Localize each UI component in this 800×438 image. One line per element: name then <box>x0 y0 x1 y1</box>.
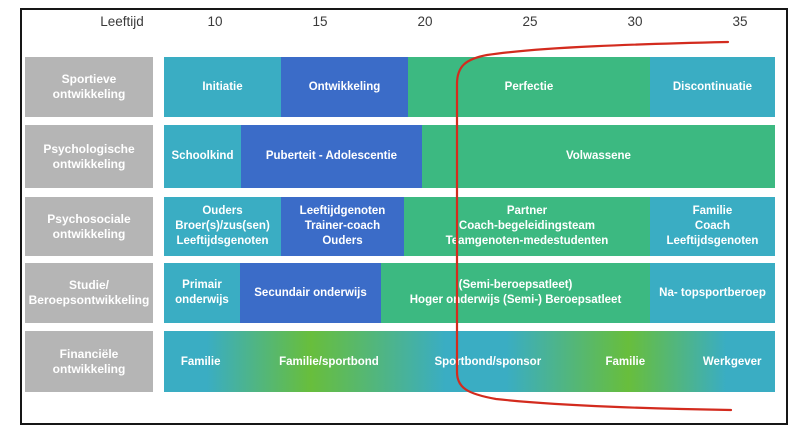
text-line: Psychosociale <box>47 211 131 226</box>
text-line: Perfectie <box>504 80 554 93</box>
text-line: Sportieve <box>61 72 117 86</box>
row-segment: Secundair onderwijs <box>240 263 382 323</box>
text-line: ontwikkeling <box>52 361 126 376</box>
text-line: Leeftijdgenoten <box>299 205 386 218</box>
text-line: Leeftijdsgenoten <box>666 234 759 247</box>
text-line: ontwikkeling <box>52 156 126 171</box>
text-line: Financiële <box>59 346 119 361</box>
row-segment: Discontinuatie <box>649 57 775 117</box>
gradient-label: Werkgever <box>702 355 762 368</box>
text-line: Ouders <box>322 234 363 247</box>
text-line: Studie/ <box>68 278 109 292</box>
row-segment: Initiatie <box>164 57 281 117</box>
row-bar: Primair onderwijs Secundair onderwijs (Semi… <box>164 263 776 323</box>
text-line: Teamgenoten-medestudenten <box>445 234 609 247</box>
age-tick: 10 <box>207 14 223 29</box>
text-line: Discontinuatie <box>672 80 753 93</box>
row-segment: Ontwikkeling <box>281 57 408 117</box>
row-segment: Puberteit - Adolescentie <box>240 125 422 188</box>
age-tick: 25 <box>522 14 538 29</box>
diagram-row: Studie/Beroepsontwikkeling Primair onderwi… <box>0 263 800 323</box>
text-line: Beroepsontwikkeling <box>28 293 150 307</box>
row-segment: Schoolkind <box>164 125 241 188</box>
text-line: Primair <box>182 279 222 292</box>
text-line: Volwassene <box>565 150 631 163</box>
age-tick: 35 <box>732 14 748 29</box>
row-bar: Familie Familie/sportbond Sportbond/sponso… <box>164 331 775 392</box>
text-line: ontwikkeling <box>52 226 126 241</box>
row-segment: (Semi-beroepsatleet) Hoger onderwijs (Sem… <box>381 263 651 323</box>
gradient-segment: Familie Familie/sportbond Sportbond/sponso… <box>164 331 775 392</box>
text-line: Na- topsportberoep <box>659 286 766 299</box>
text-line: Partner <box>506 205 548 218</box>
row-segment: Volwassene <box>421 125 775 188</box>
gradient-label: Familie/sportbond <box>279 355 379 368</box>
age-tick: 20 <box>417 14 433 29</box>
text-line: Puberteit - Adolescentie <box>265 150 398 163</box>
text-line: Trainer-coach <box>304 220 381 233</box>
row-bar: Schoolkind Puberteit - Adolescentie Volwas… <box>164 125 775 188</box>
text-line: ontwikkeling <box>52 87 126 101</box>
text-line: Psychologische <box>43 141 135 156</box>
text-line: Initiatie <box>202 80 243 93</box>
row-segment: Na- topsportberoep <box>650 263 776 323</box>
text-line: Leeftijdsgenoten <box>176 234 269 247</box>
text-line: Familie <box>692 205 733 218</box>
gradient-label: Sportbond/sponsor <box>434 355 542 368</box>
text-line: (Semi-beroepsatleet) <box>458 279 573 292</box>
text-line: onderwijs <box>175 294 229 306</box>
text-line: Ouders <box>202 205 243 218</box>
text-line: Coach-begeleidingsteam <box>458 220 596 233</box>
text-line: Schoolkind <box>171 150 234 163</box>
text-line: Coach <box>694 220 731 233</box>
gradient-label: Familie <box>605 355 646 368</box>
row-segment: Primair onderwijs <box>164 263 240 323</box>
gradient-label: Familie <box>180 355 221 368</box>
age-tick: 30 <box>627 14 643 29</box>
row-bar: Initiatie Ontwikkeling Perfectie Discontinu… <box>164 57 775 117</box>
text-line: Broer(s)/zus(sen) <box>175 220 270 233</box>
age-tick: 15 <box>312 14 328 29</box>
row-segment: Perfectie <box>407 57 650 117</box>
text-line: Secundair onderwijs <box>254 286 367 299</box>
age-axis-label: Leeftijd <box>100 14 144 29</box>
row-label: Studie/Beroepsontwikkeling <box>25 263 153 323</box>
text-line: Ontwikkeling <box>308 80 381 93</box>
text-line: Hoger onderwijs (Semi-) Beroepsatleet <box>409 294 622 306</box>
